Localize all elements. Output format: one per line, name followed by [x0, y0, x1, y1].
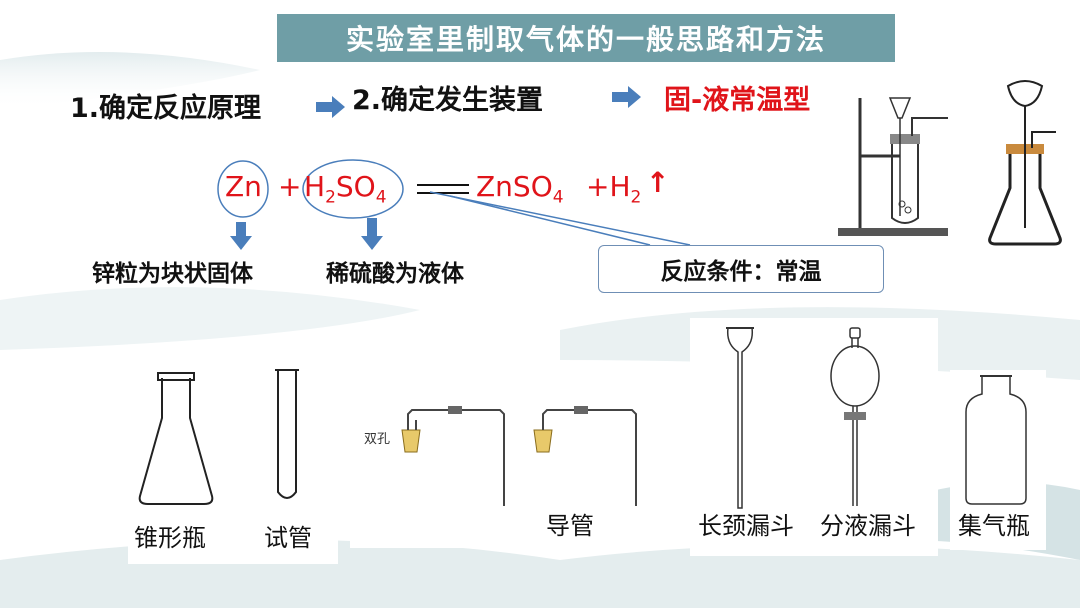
test-tube-icon: [275, 369, 299, 499]
reaction-condition-box: 反应条件：常温: [598, 245, 884, 293]
apparatus-type-label: 固-液常温型: [664, 85, 811, 116]
reactant-circles: [217, 159, 404, 219]
equals-sign: [417, 184, 469, 194]
down-arrow-icon: [361, 218, 383, 250]
right-arrow-icon: [612, 86, 641, 108]
formula-h2: +H2: [586, 170, 642, 208]
label-conical-flask: 锥形瓶: [134, 524, 206, 552]
down-arrow-icon: [230, 222, 252, 250]
label-test-tube: 试管: [264, 524, 312, 552]
zinc-note: 锌粒为块状固体: [92, 261, 253, 287]
label-separatory-funnel: 分液漏斗: [820, 512, 916, 540]
page-title: 实验室里制取气体的一般思路和方法: [277, 14, 895, 62]
gas-collecting-bottle-icon: [965, 375, 1027, 505]
double-hole-stopper-tube-icon: [401, 406, 505, 506]
right-arrow-icon: [316, 96, 345, 118]
generator-apparatus-illustration: [838, 80, 1062, 246]
step-2-label: 2.确定发生装置: [352, 85, 544, 116]
formula-zn: Zn: [225, 170, 262, 203]
formula-plus: +: [278, 170, 302, 203]
label-tube: 导管: [546, 512, 594, 540]
formula-znso4: ZnSO4: [476, 170, 564, 208]
acid-note: 稀硫酸为液体: [326, 261, 464, 287]
label-long-neck-funnel: 长颈漏斗: [698, 512, 794, 540]
label-double-hole: 双孔: [364, 432, 391, 447]
gas-arrow-icon: ↑: [646, 166, 670, 199]
apparatus-panel-funnels: [690, 318, 938, 556]
single-hole-stopper-tube-icon: [533, 406, 637, 506]
step-1-label: 1.确定反应原理: [70, 93, 262, 124]
formula-h2so4: H2SO4: [304, 170, 387, 208]
condition-pointer: [429, 191, 691, 246]
conical-flask-icon: [138, 372, 214, 505]
separatory-funnel-icon: [830, 327, 880, 506]
long-neck-funnel-icon: [726, 327, 754, 509]
label-gas-collecting-bottle: 集气瓶: [958, 512, 1030, 540]
